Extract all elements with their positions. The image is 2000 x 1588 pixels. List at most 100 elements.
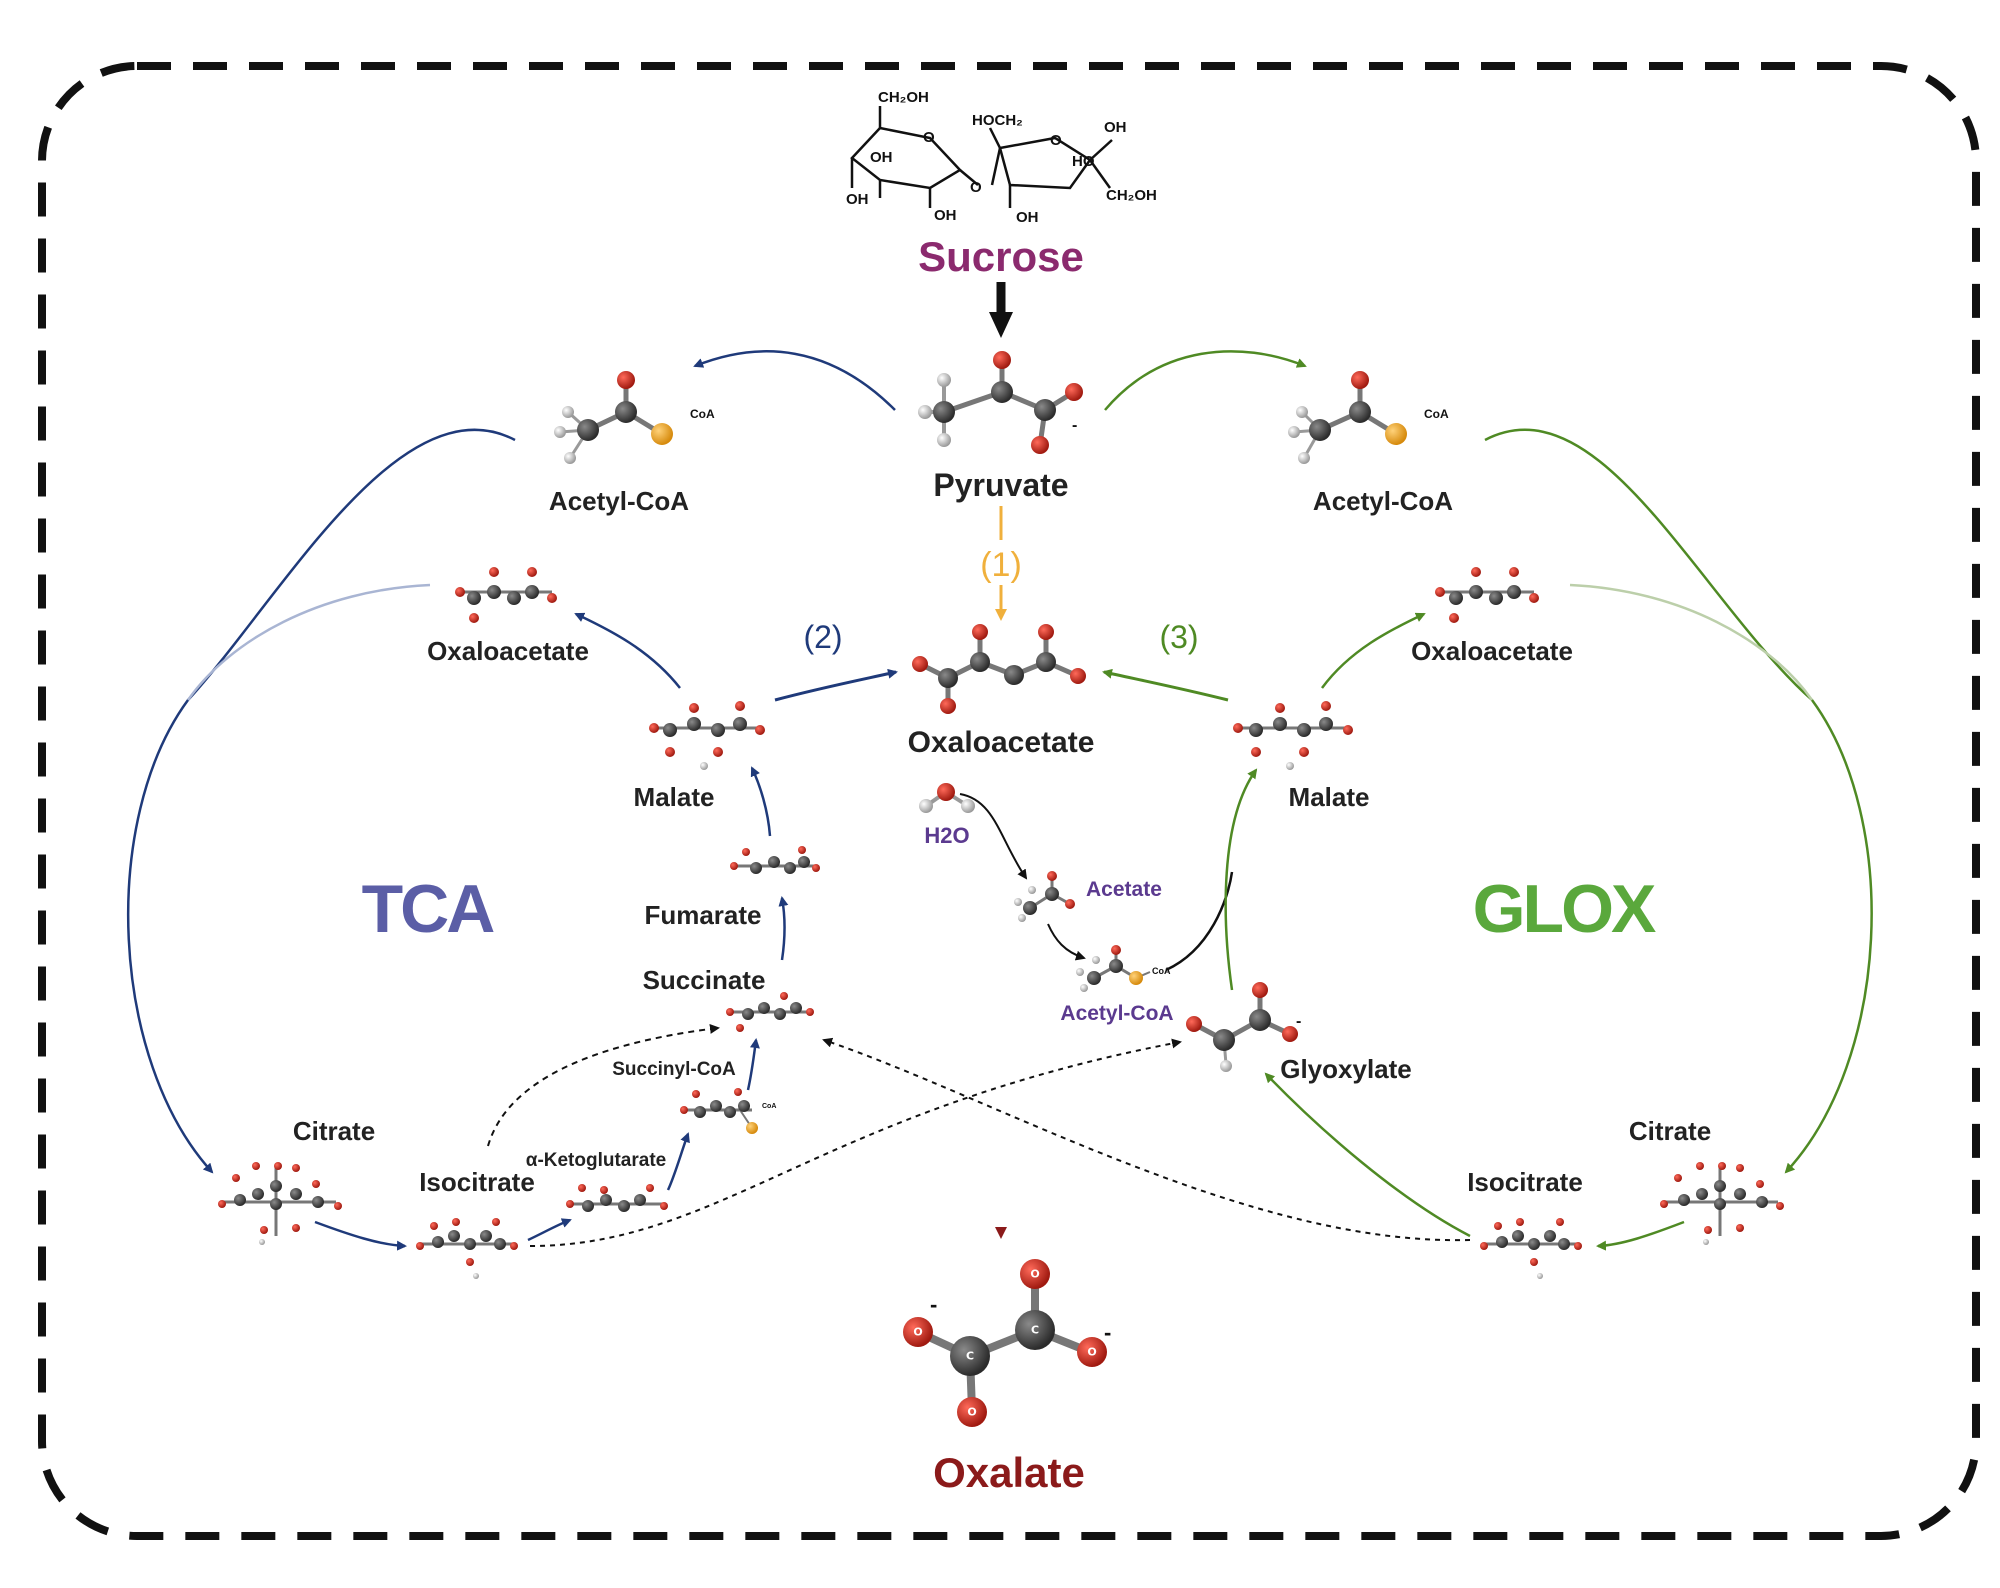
tca-oxaloacetate-to-citrate-arrow <box>186 583 431 701</box>
sucrose-ring-o-1: O <box>923 129 935 146</box>
tca-isocitrate-to-succinate-dashed-arrow <box>487 1024 720 1147</box>
glox-acetylcoa-to-citrate-arrow <box>1484 428 1873 1174</box>
glox-citrate-label: Citrate <box>1629 1116 1711 1146</box>
water-molecule <box>919 783 975 813</box>
oxalate-label: Oxalate <box>933 1449 1085 1496</box>
tca-succinylcoa-to-succinate-arrow <box>746 1038 760 1091</box>
svg-text:C: C <box>966 1350 974 1363</box>
svg-text:O: O <box>1030 1268 1039 1281</box>
glyoxylate-label: Glyoxylate <box>1280 1054 1412 1084</box>
glyoxylate-molecule: - <box>1186 982 1301 1072</box>
acetate-molecule <box>1014 871 1075 922</box>
tca-fumarate-label: Fumarate <box>644 900 761 930</box>
h2o-to-acetate-arrow <box>959 793 1028 880</box>
glox-citrate-molecule <box>1660 1162 1784 1245</box>
glox-oxaloacetate-to-citrate-arrow <box>1569 583 1814 701</box>
acetate-label: Acetate <box>1086 878 1162 901</box>
sucrose-oh-1: OH <box>870 149 893 166</box>
acetate-to-acetylcoa-arrow <box>1047 923 1086 961</box>
step2-label: (2) <box>803 619 842 655</box>
svg-text:CoA: CoA <box>1424 407 1449 421</box>
step1-label: (1) <box>980 546 1022 584</box>
sucrose-label: Sucrose <box>918 233 1084 280</box>
sucrose-ch2oh-top: CH₂OH <box>878 89 929 106</box>
cell-boundary <box>38 62 1980 1540</box>
tca-citrate-to-isocitrate-arrow <box>314 1220 407 1251</box>
glox-malate-to-center-oxaloacetate-arrow <box>1102 668 1229 702</box>
h2o-label: H2O <box>924 823 969 848</box>
glox-acetyl-coa-molecule: CoA <box>1288 371 1449 464</box>
glox-oxaloacetate-label: Oxaloacetate <box>1411 636 1573 666</box>
glox-oxaloacetate-molecule <box>1435 567 1539 623</box>
sucrose-oh-4: OH <box>1104 119 1127 136</box>
tca-malate-molecule <box>649 701 765 770</box>
glox-citrate-to-isocitrate-arrow <box>1596 1220 1685 1251</box>
acetyl-coa-center-label: Acetyl-CoA <box>1060 1002 1173 1025</box>
tca-oxaloacetate-label: Oxaloacetate <box>427 636 589 666</box>
step3-label: (3) <box>1159 619 1198 655</box>
tca-succinyl-coa-molecule: CoA <box>680 1088 776 1134</box>
tca-fumarate-to-malate-arrow <box>750 766 772 837</box>
tca-fumarate-molecule <box>730 846 820 874</box>
sucrose-oh-5: OH <box>1016 209 1039 226</box>
glox-pyruvate-to-acetylcoa-arrow <box>1104 350 1307 411</box>
glox-isocitrate-label: Isocitrate <box>1467 1167 1583 1197</box>
tca-pyruvate-to-acetylcoa-arrow <box>693 350 896 411</box>
svg-text:O: O <box>1087 1346 1096 1359</box>
tca-acetyl-coa-label: Acetyl-CoA <box>549 486 689 516</box>
svg-text:CoA: CoA <box>762 1103 776 1110</box>
pyruvate-label: Pyruvate <box>933 467 1068 503</box>
glox-malate-label: Malate <box>1289 782 1370 812</box>
glox-acetyl-coa-label: Acetyl-CoA <box>1313 486 1453 516</box>
svg-text:O: O <box>967 1406 976 1419</box>
svg-text:C: C <box>1031 1324 1039 1337</box>
svg-text:-: - <box>1104 1320 1111 1345</box>
tca-malate-to-oxaloacetate-arrow <box>574 612 681 689</box>
svg-text:O: O <box>913 1326 922 1339</box>
tca-malate-label: Malate <box>634 782 715 812</box>
tca-acetyl-coa-molecule: CoA <box>554 371 715 464</box>
tca-isocitrate-label: Isocitrate <box>419 1167 535 1197</box>
svg-text:CoA: CoA <box>1152 966 1171 976</box>
oxalate-molecule: O O O O C C - - <box>903 1259 1111 1427</box>
svg-text:-: - <box>930 1292 937 1317</box>
tca-succinate-to-fumarate-arrow <box>778 896 789 961</box>
sucrose-hoch2: HOCH₂ <box>972 112 1023 129</box>
tca-succinate-molecule <box>726 992 814 1032</box>
svg-text:-: - <box>1296 1013 1301 1030</box>
glox-isocitrate-to-glyoxylate-arrow <box>1264 1072 1471 1238</box>
tca-isocitrate-to-glyoxylate-dashed-arrow <box>529 1038 1182 1247</box>
tca-isocitrate-molecule <box>416 1218 518 1279</box>
acetylcoa-to-glox-malate-arrow <box>1165 871 1234 972</box>
sucrose-ch2oh-right: CH₂OH <box>1106 187 1157 204</box>
tca-acetylcoa-to-citrate-arrow <box>126 428 516 1174</box>
pyruvate-molecule: - <box>918 351 1083 454</box>
tca-isocitrate-to-akg-arrow <box>527 1218 572 1242</box>
svg-text:-: - <box>1072 417 1077 434</box>
sucrose-oh-3: OH <box>934 207 957 224</box>
glox-malate-to-oxaloacetate-arrow <box>1320 612 1426 689</box>
glox-malate-molecule <box>1233 701 1353 770</box>
tca-akg-to-succinylcoa-arrow <box>666 1132 690 1191</box>
tca-malate-to-center-oxaloacetate-arrow <box>774 668 898 702</box>
tca-succinyl-coa-label: Succinyl-CoA <box>612 1059 736 1080</box>
sucrose-structure <box>850 106 1113 208</box>
tca-alpha-ketoglutarate-label: α-Ketoglutarate <box>526 1150 666 1171</box>
glox-title: GLOX <box>1473 871 1656 947</box>
tca-succinate-label: Succinate <box>643 965 766 995</box>
sucrose-ho: HO <box>1072 153 1095 170</box>
tca-oxaloacetate-molecule <box>455 567 557 623</box>
glox-glyoxylate-to-malate-arrow <box>1224 768 1258 991</box>
acetyl-coa-center-molecule: CoA <box>1076 945 1171 992</box>
oxaloacetate-center-molecule <box>912 624 1086 714</box>
tca-alpha-ketoglutarate-molecule <box>566 1184 668 1212</box>
svg-text:CoA: CoA <box>690 407 715 421</box>
glox-isocitrate-molecule <box>1480 1218 1582 1279</box>
sucrose-oh-2: OH <box>846 191 869 208</box>
tca-citrate-label: Citrate <box>293 1116 375 1146</box>
sucrose-glycosidic-o: O <box>970 179 982 196</box>
sucrose-ring-o-2: O <box>1050 132 1062 149</box>
oxaloacetate-center-label: Oxaloacetate <box>908 726 1095 759</box>
tca-citrate-molecule <box>218 1162 342 1245</box>
